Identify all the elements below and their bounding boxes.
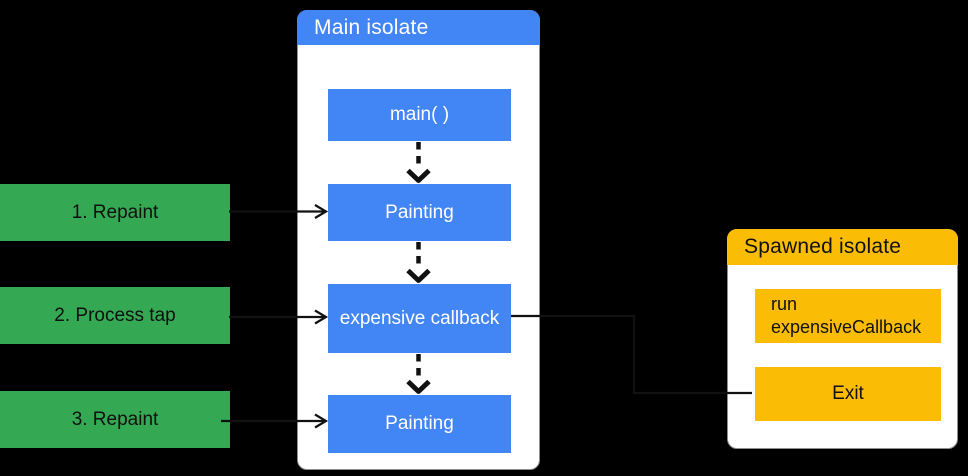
main-isolate-panel: Main isolate main( ) Painting expensive … bbox=[297, 10, 540, 470]
event-process-tap-label: 2. Process tap bbox=[54, 304, 176, 326]
step-painting-2-label: Painting bbox=[385, 413, 454, 435]
spawned-isolate-header: Spawned isolate bbox=[727, 229, 958, 265]
step-painting-1-label: Painting bbox=[385, 201, 454, 223]
event-repaint-1-label: 1. Repaint bbox=[71, 201, 159, 223]
step-main-function-label: main( ) bbox=[389, 104, 450, 126]
event-repaint-3: 3. Repaint bbox=[0, 391, 230, 448]
event-repaint-3-label: 3. Repaint bbox=[71, 408, 159, 430]
step-painting-2: Painting bbox=[328, 395, 511, 453]
step-painting-1: Painting bbox=[328, 184, 511, 241]
step-run-expensive-callback-label: run expensiveCallback bbox=[771, 293, 922, 337]
step-exit: Exit bbox=[755, 367, 941, 421]
spawned-isolate-panel: Spawned isolate run expensiveCallback Ex… bbox=[727, 229, 958, 449]
main-isolate-header: Main isolate bbox=[297, 10, 540, 45]
main-isolate-title: Main isolate bbox=[314, 15, 429, 39]
step-exit-label: Exit bbox=[832, 383, 864, 405]
step-run-expensive-callback: run expensiveCallback bbox=[755, 289, 941, 343]
event-repaint-1: 1. Repaint bbox=[0, 184, 230, 241]
spawned-isolate-title: Spawned isolate bbox=[744, 235, 902, 258]
connector-expensive-to-exit bbox=[511, 314, 752, 395]
event-process-tap: 2. Process tap bbox=[0, 287, 230, 344]
step-expensive-callback-label: expensive callback bbox=[339, 307, 500, 329]
step-expensive-callback: expensive callback bbox=[328, 284, 511, 353]
step-main-function: main( ) bbox=[328, 89, 511, 141]
